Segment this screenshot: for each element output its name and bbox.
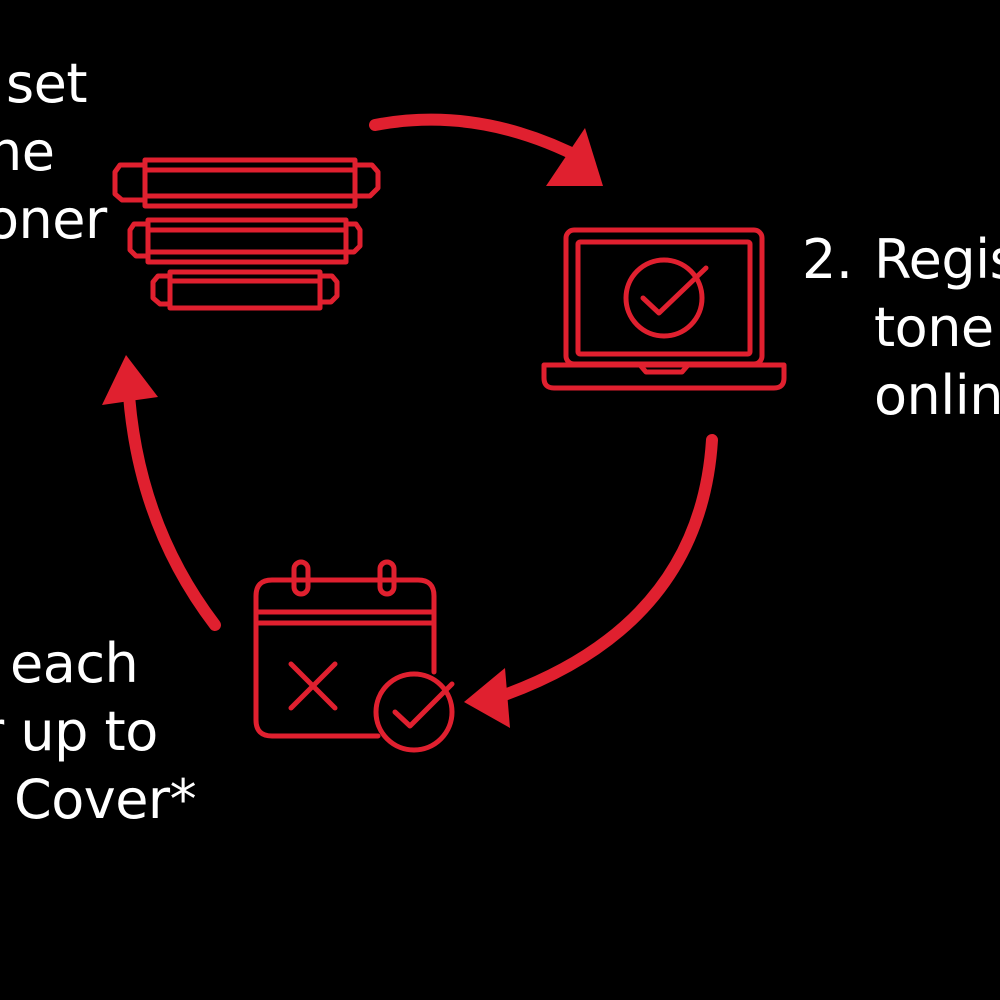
arrow-right — [484, 434, 718, 706]
step-2-line-1: Regis — [874, 228, 1000, 291]
arrowhead-top — [546, 128, 603, 186]
arrowhead-left — [102, 355, 158, 405]
step-1-line-1: set — [6, 52, 88, 115]
toner-cartridges-icon — [112, 157, 381, 311]
step-1-line-2: ne — [0, 120, 55, 183]
step-2-text: 2. Regis tone onlin — [802, 226, 1000, 430]
step-3-line-1: each — [10, 632, 139, 695]
step-3-line-2: r up to — [0, 700, 158, 763]
arrowhead-right — [464, 668, 510, 728]
calendar-x-check-icon — [253, 559, 455, 753]
arrow-left — [122, 374, 221, 631]
laptop-check-icon — [541, 227, 787, 391]
step-1-line-3: oner — [0, 188, 107, 251]
step-2-number: 2. — [802, 228, 853, 291]
step-2-line-2: tone — [874, 296, 994, 359]
arrow-top — [369, 113, 591, 166]
step-3-line-3: Cover* — [14, 768, 197, 831]
step-1-text: set ne oner — [0, 50, 107, 254]
step-2-line-3: onlin — [874, 364, 1000, 427]
step-3-text: each r up to Cover* — [0, 630, 197, 834]
